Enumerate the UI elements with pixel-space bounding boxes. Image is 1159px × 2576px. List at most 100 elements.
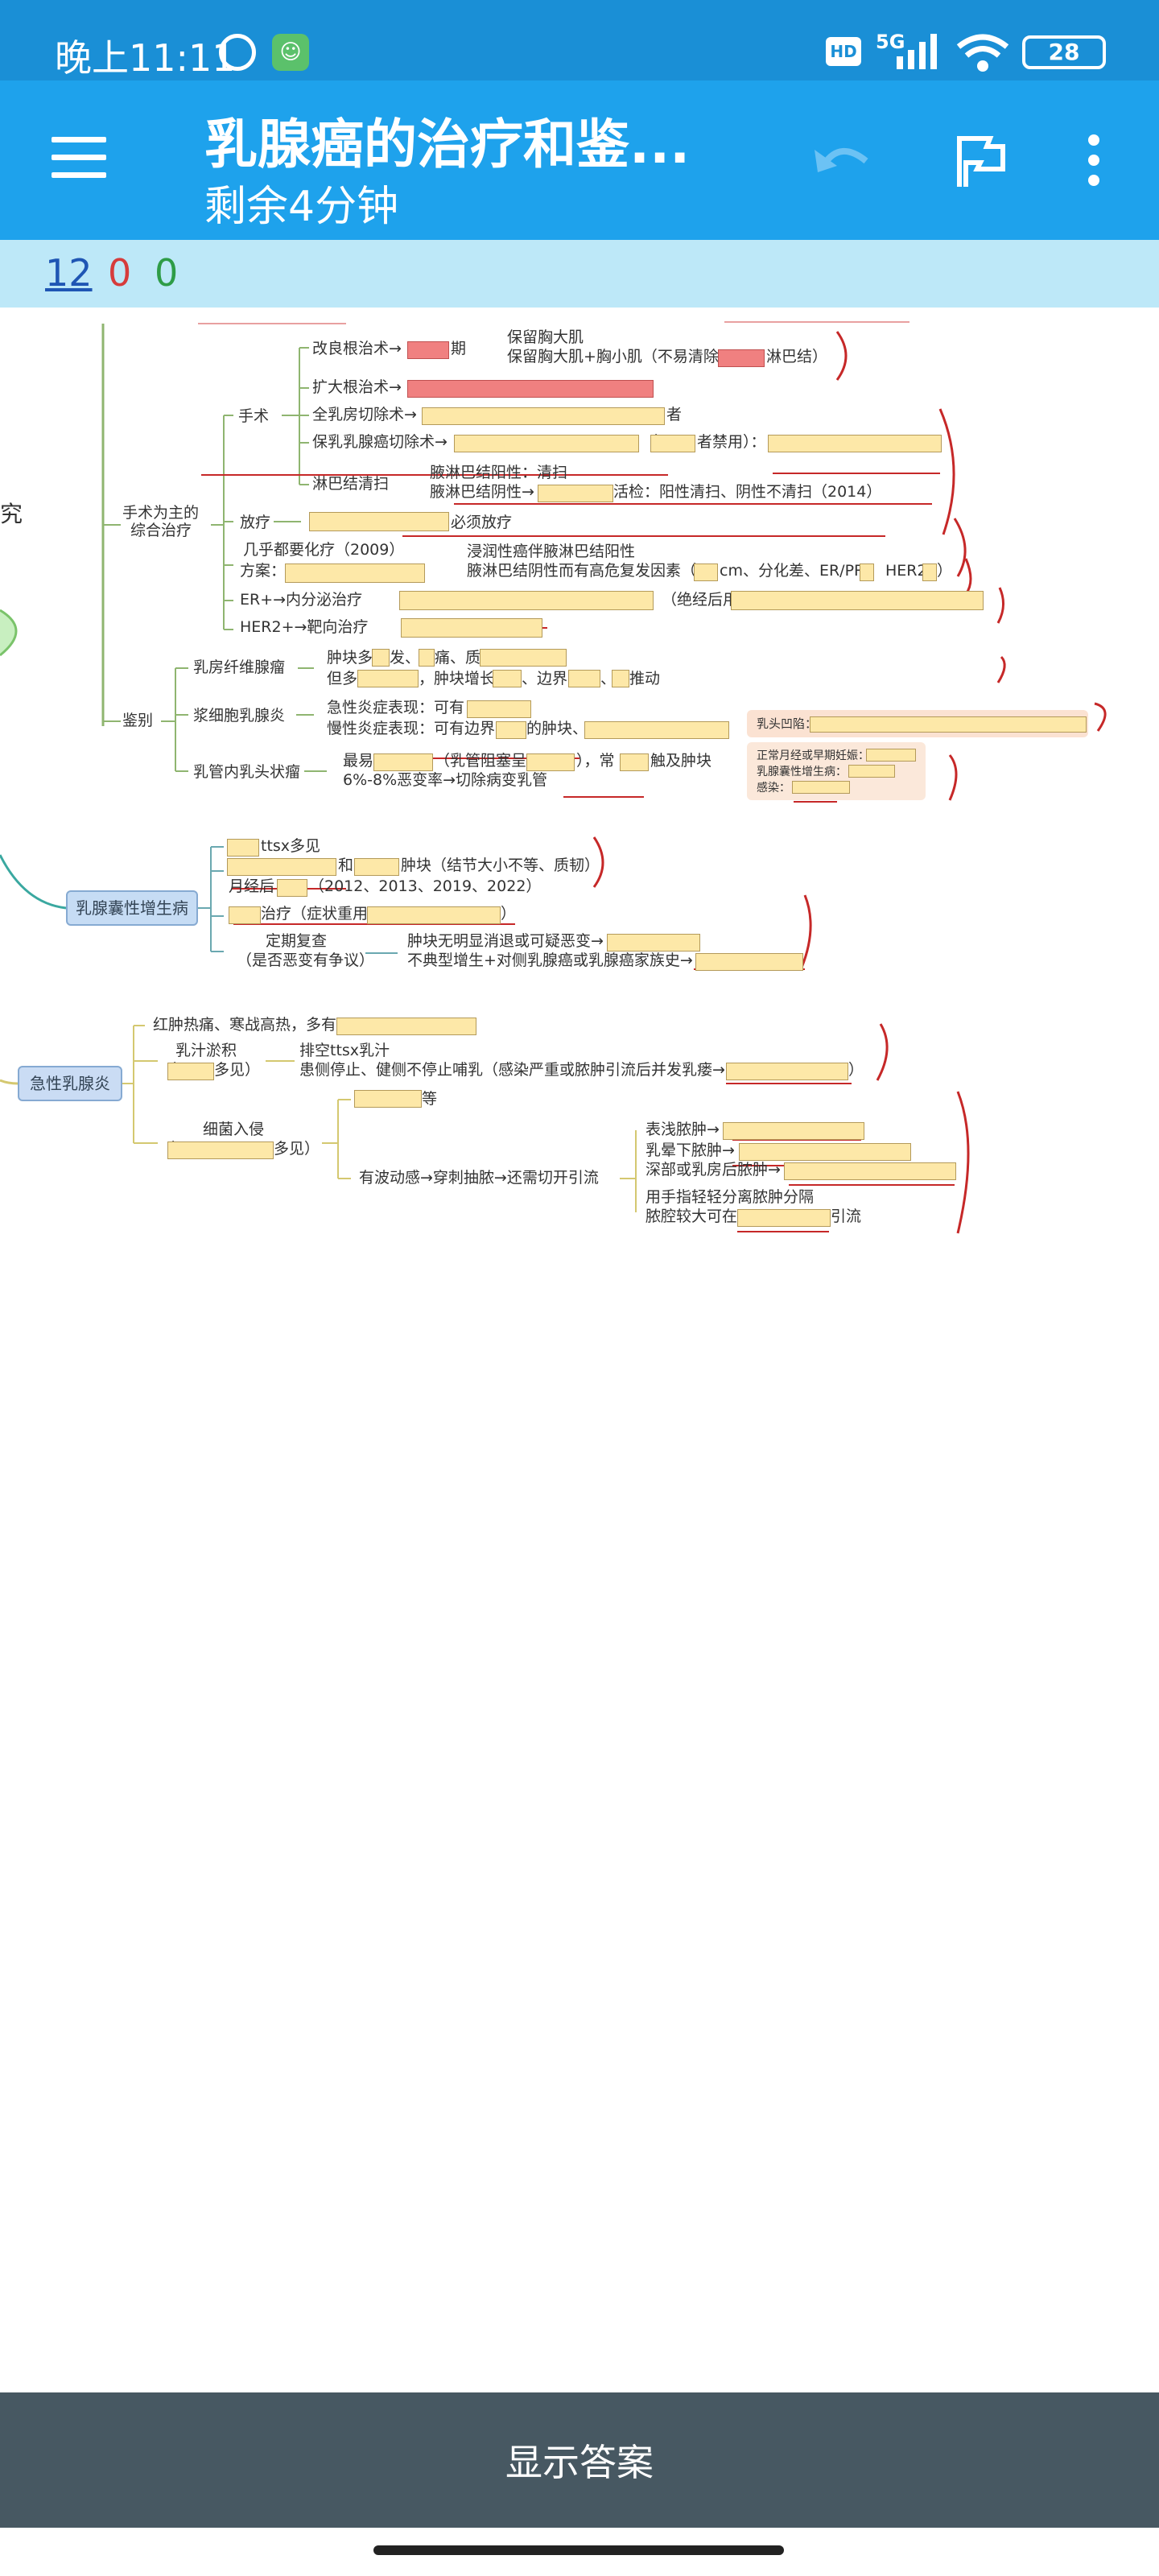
text: 感染：	[757, 782, 790, 795]
text: （绝经后用	[662, 591, 739, 609]
cloze-box[interactable]	[493, 670, 522, 687]
cloze-box[interactable]	[922, 564, 937, 581]
cloze-box[interactable]	[726, 1063, 848, 1080]
text: 排空ttsx乳汁	[299, 1042, 390, 1059]
text: ），常	[576, 752, 615, 770]
lymph-dissection: 淋巴结清扫	[312, 475, 390, 493]
fibroadenoma: 乳房纤维腺瘤	[193, 658, 286, 676]
cloze-box[interactable]	[792, 781, 850, 794]
deck-title: 乳腺癌的治疗和鉴...	[204, 114, 691, 175]
cloze-box[interactable]	[309, 512, 449, 531]
cloze-box[interactable]	[768, 435, 942, 452]
card-mindmap: 究 手术为主的 综合治疗 手术 改良根治术→ 期 保留胸大肌 保留胸大肌+胸小肌…	[0, 308, 1159, 1587]
text: 引流	[831, 1208, 862, 1225]
cloze-box[interactable]	[694, 564, 718, 581]
cloze-box[interactable]	[354, 858, 399, 876]
differentiation-label: 鉴别	[122, 712, 154, 729]
cloze-box[interactable]	[407, 341, 449, 359]
text: 脓腔较大可在	[645, 1208, 738, 1225]
chemo: 几乎都要化疗（2009）	[243, 541, 405, 559]
undo-icon[interactable]	[810, 134, 874, 187]
cloze-box[interactable]	[718, 349, 765, 367]
cloze-box[interactable]	[167, 1141, 274, 1159]
papilloma: 乳管内乳头状瘤	[193, 763, 301, 781]
keep-pec-major: 保留胸大肌	[507, 328, 584, 346]
learning-count: 0	[108, 251, 132, 295]
nav-handle[interactable]	[373, 2545, 784, 2555]
text: 患侧停止、健侧不停止哺乳（感染严重或脓肿引流后并发乳瘘→	[299, 1061, 725, 1079]
follow-up-2: （是否恶变有争议）	[237, 952, 375, 969]
cloze-box[interactable]	[373, 753, 433, 771]
cloze-box[interactable]	[419, 649, 435, 667]
text: 期	[451, 340, 467, 357]
text: 推动	[629, 670, 661, 687]
cloze-box[interactable]	[480, 649, 567, 667]
cloze-box[interactable]	[731, 591, 984, 610]
cloze-box[interactable]	[496, 721, 526, 739]
cloze-box[interactable]	[695, 953, 803, 971]
acute-node: 急性乳腺炎	[18, 1066, 122, 1101]
follow-up: 定期复查	[266, 932, 328, 950]
text: ）	[937, 562, 953, 580]
text: 不典型增生+对侧乳腺癌或乳腺癌家族史→	[407, 952, 693, 969]
cloze-box[interactable]	[810, 716, 1087, 733]
cloze-box[interactable]	[401, 618, 542, 638]
text: 痛、质	[435, 649, 481, 667]
cloze-box[interactable]	[607, 934, 700, 952]
cloze-box[interactable]	[723, 1122, 864, 1140]
cloze-box[interactable]	[167, 1063, 214, 1080]
cloze-box[interactable]	[227, 839, 259, 857]
cloze-box[interactable]	[650, 435, 695, 452]
text: 但多	[327, 670, 358, 687]
cloze-box[interactable]	[372, 649, 390, 667]
cloze-box[interactable]	[399, 591, 654, 610]
cloze-box[interactable]	[784, 1162, 956, 1180]
cloze-box[interactable]	[568, 670, 600, 687]
cloze-box[interactable]	[227, 858, 336, 876]
cloze-box[interactable]	[285, 564, 425, 583]
new-count[interactable]: 12	[45, 251, 93, 295]
cloze-box[interactable]	[584, 721, 729, 739]
cloze-box[interactable]	[354, 1090, 422, 1108]
cloze-box[interactable]	[620, 753, 649, 771]
status-bar: 晚上11:11 ☺ HD 5G 28	[0, 0, 1159, 80]
text: 多见）	[214, 1061, 261, 1079]
cloze-box[interactable]	[367, 906, 501, 924]
card-counts: 12 0 0	[0, 240, 1159, 308]
cloze-box[interactable]	[422, 407, 665, 425]
wifi-icon	[956, 34, 1009, 72]
fluctuation: 有波动感→穿刺抽脓→还需切开引流	[359, 1169, 599, 1187]
show-answer-button[interactable]: 显示答案	[0, 2392, 1159, 2528]
text: 治疗（症状重用	[261, 905, 369, 923]
cloze-box[interactable]	[526, 753, 575, 771]
app-icon: ☺	[272, 34, 309, 71]
hd-badge: HD	[826, 37, 861, 66]
cloze-box[interactable]	[277, 879, 307, 897]
cloze-box[interactable]	[357, 670, 419, 687]
menu-icon[interactable]	[52, 137, 106, 179]
milk-stasis: 乳汁淤积	[175, 1042, 237, 1059]
more-icon[interactable]	[1083, 134, 1104, 187]
cloze-box[interactable]	[336, 1018, 476, 1035]
cloze-box[interactable]	[612, 670, 629, 687]
cloze-box[interactable]	[866, 749, 916, 762]
cloze-box[interactable]	[739, 1143, 911, 1161]
text: HER2	[885, 562, 927, 580]
text: ）	[848, 1061, 864, 1079]
cloze-box[interactable]	[538, 485, 613, 502]
cloze-box[interactable]	[467, 700, 531, 718]
cloze-box[interactable]	[454, 435, 639, 452]
text: 发、	[390, 649, 421, 667]
surgery-group-label: 手术为主的	[122, 504, 200, 522]
battery-icon: 28	[1022, 35, 1106, 69]
time-remaining: 剩余4分钟	[204, 183, 399, 231]
cloze-box[interactable]	[737, 1209, 831, 1227]
text: ）	[501, 905, 517, 923]
plasma-mastitis: 浆细胞乳腺炎	[193, 707, 286, 724]
cloze-box[interactable]	[848, 765, 895, 778]
cloze-box[interactable]	[407, 380, 654, 398]
cloze-box[interactable]	[229, 906, 261, 924]
cloze-box[interactable]	[860, 564, 874, 581]
flag-icon[interactable]	[955, 134, 1006, 190]
text: 等	[422, 1090, 438, 1108]
